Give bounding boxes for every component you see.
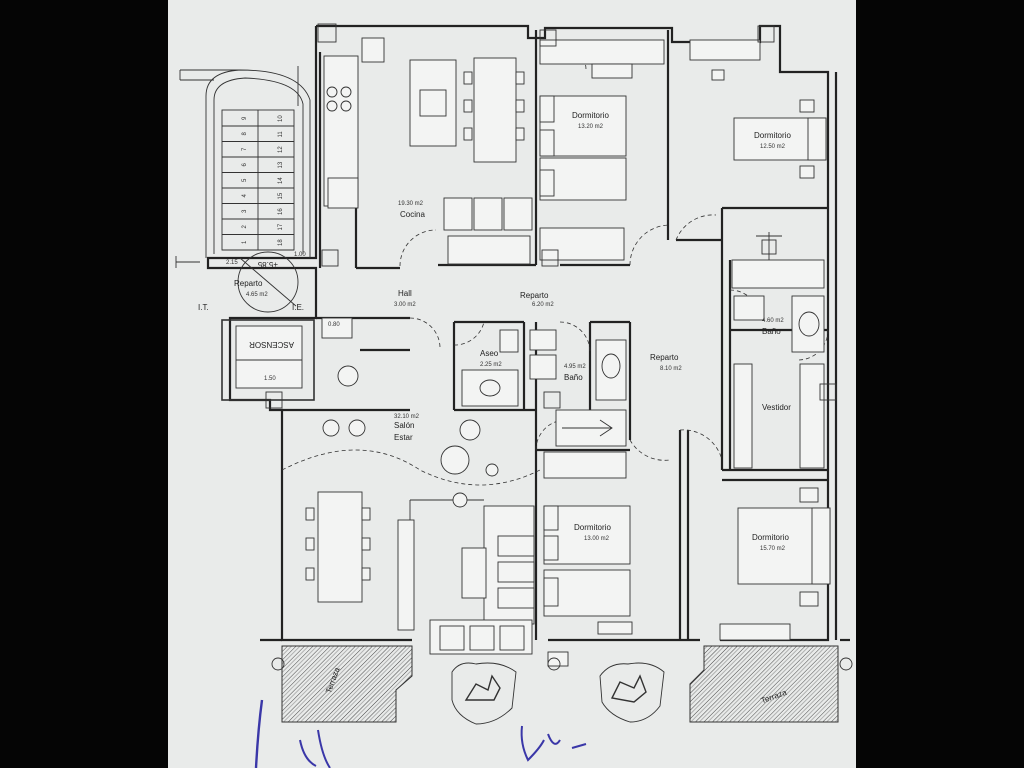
aseo-name: Aseo (480, 349, 499, 358)
dining-chair (305, 537, 315, 551)
dining-chair (515, 127, 525, 141)
dim-080: 0.80 (328, 322, 340, 328)
stair-number: 15 (278, 192, 284, 199)
salon-area: 32.10 m2 (394, 414, 420, 420)
stair-number: 17 (278, 223, 284, 230)
stove-burner (340, 100, 352, 112)
reparto1-name: Reparto (234, 279, 263, 288)
elevator-dim: 1.50 (264, 376, 276, 382)
hall-area: 3.00 m2 (394, 302, 416, 308)
it-label: I.T. (198, 303, 209, 312)
cocina-area: 19.30 m2 (398, 201, 424, 207)
elevator-label: ASCENSOR (249, 340, 294, 349)
reparto2-name: Reparto (520, 291, 549, 300)
dorm2-area: 12.50 m2 (760, 144, 786, 150)
bano2-name: Baño (762, 327, 781, 336)
salon-name-1: Salón (394, 421, 414, 430)
reparto3-area: 8.10 m2 (660, 366, 682, 372)
stove-burner (340, 86, 352, 98)
dining-chair (515, 71, 525, 85)
stair-number: 3 (242, 209, 248, 213)
cocina-name: Cocina (400, 210, 425, 219)
hall-name: Hall (398, 289, 412, 298)
level-mark-value: +5.85 (257, 260, 278, 269)
reparto2-area: 6.20 m2 (532, 302, 554, 308)
stair-number: 10 (278, 115, 284, 122)
bedroom-furniture-bottom (543, 451, 831, 667)
stair-number: 5 (242, 178, 248, 182)
stair-number: 9 (242, 116, 248, 120)
stair-number: 6 (242, 163, 248, 167)
stair-number: 2 (242, 225, 248, 229)
stair-number: 7 (242, 147, 248, 151)
dorm4-name: Dormitorio (752, 533, 789, 542)
bathroom-fixtures (461, 232, 825, 469)
bano1-area: 4.95 m2 (564, 364, 586, 370)
bano1-name: Baño (564, 373, 583, 382)
kitchen-furniture (323, 37, 533, 265)
dining-chair (361, 567, 371, 581)
bano2-area: 4.60 m2 (762, 318, 784, 324)
dining-chair (305, 507, 315, 521)
stove-burner (326, 100, 338, 112)
dorm4-area: 15.70 m2 (760, 546, 786, 552)
riser-symbols (265, 23, 837, 409)
dining-chair (463, 71, 473, 85)
handwritten-signatures (254, 699, 587, 768)
dorm3-area: 13.00 m2 (584, 536, 610, 542)
dining-chair (305, 567, 315, 581)
dim-215: 2.15 (226, 260, 238, 266)
salon-name-2: Estar (394, 433, 413, 442)
dorm3-name: Dormitorio (574, 523, 611, 532)
dining-chair (361, 507, 371, 521)
stair-number: 12 (278, 146, 284, 153)
stair-number: 16 (278, 208, 284, 215)
dorm1-area: 13.20 m2 (578, 124, 604, 130)
dim-100: 1.00 (294, 252, 306, 258)
stair-number: 13 (278, 161, 284, 168)
terraces: Terraza Terraza (271, 645, 853, 725)
stair-number: 4 (242, 194, 248, 198)
ie-label: I.E. (292, 303, 304, 312)
stair-number: 1 (242, 240, 248, 244)
stair-number: 18 (278, 239, 284, 246)
stove-burner (326, 86, 338, 98)
aseo-area: 2.25 m2 (480, 362, 502, 368)
stair-number: 14 (278, 177, 284, 184)
stair-number: 8 (242, 132, 248, 136)
dining-chair (463, 127, 473, 141)
reparto1-area: 4.65 m2 (246, 292, 268, 298)
level-mark: +5.85 2.15 1.00 (226, 251, 306, 313)
room-labels: 19.30 m2 Cocina Dormitorio 13.20 m2 Dorm… (234, 111, 791, 552)
living-room-furniture (305, 419, 535, 655)
bedroom-furniture-top (539, 39, 827, 261)
dining-chair (463, 99, 473, 113)
dining-chair (361, 537, 371, 551)
dining-chair (515, 99, 525, 113)
dorm1-name: Dormitorio (572, 111, 609, 120)
elevator[interactable]: ASCENSOR 1.50 0.80 (221, 317, 359, 401)
dorm2-name: Dormitorio (754, 131, 791, 140)
reparto3-name: Reparto (650, 353, 679, 362)
stair-number: 11 (278, 131, 284, 138)
vestidor-name: Vestidor (762, 403, 791, 412)
